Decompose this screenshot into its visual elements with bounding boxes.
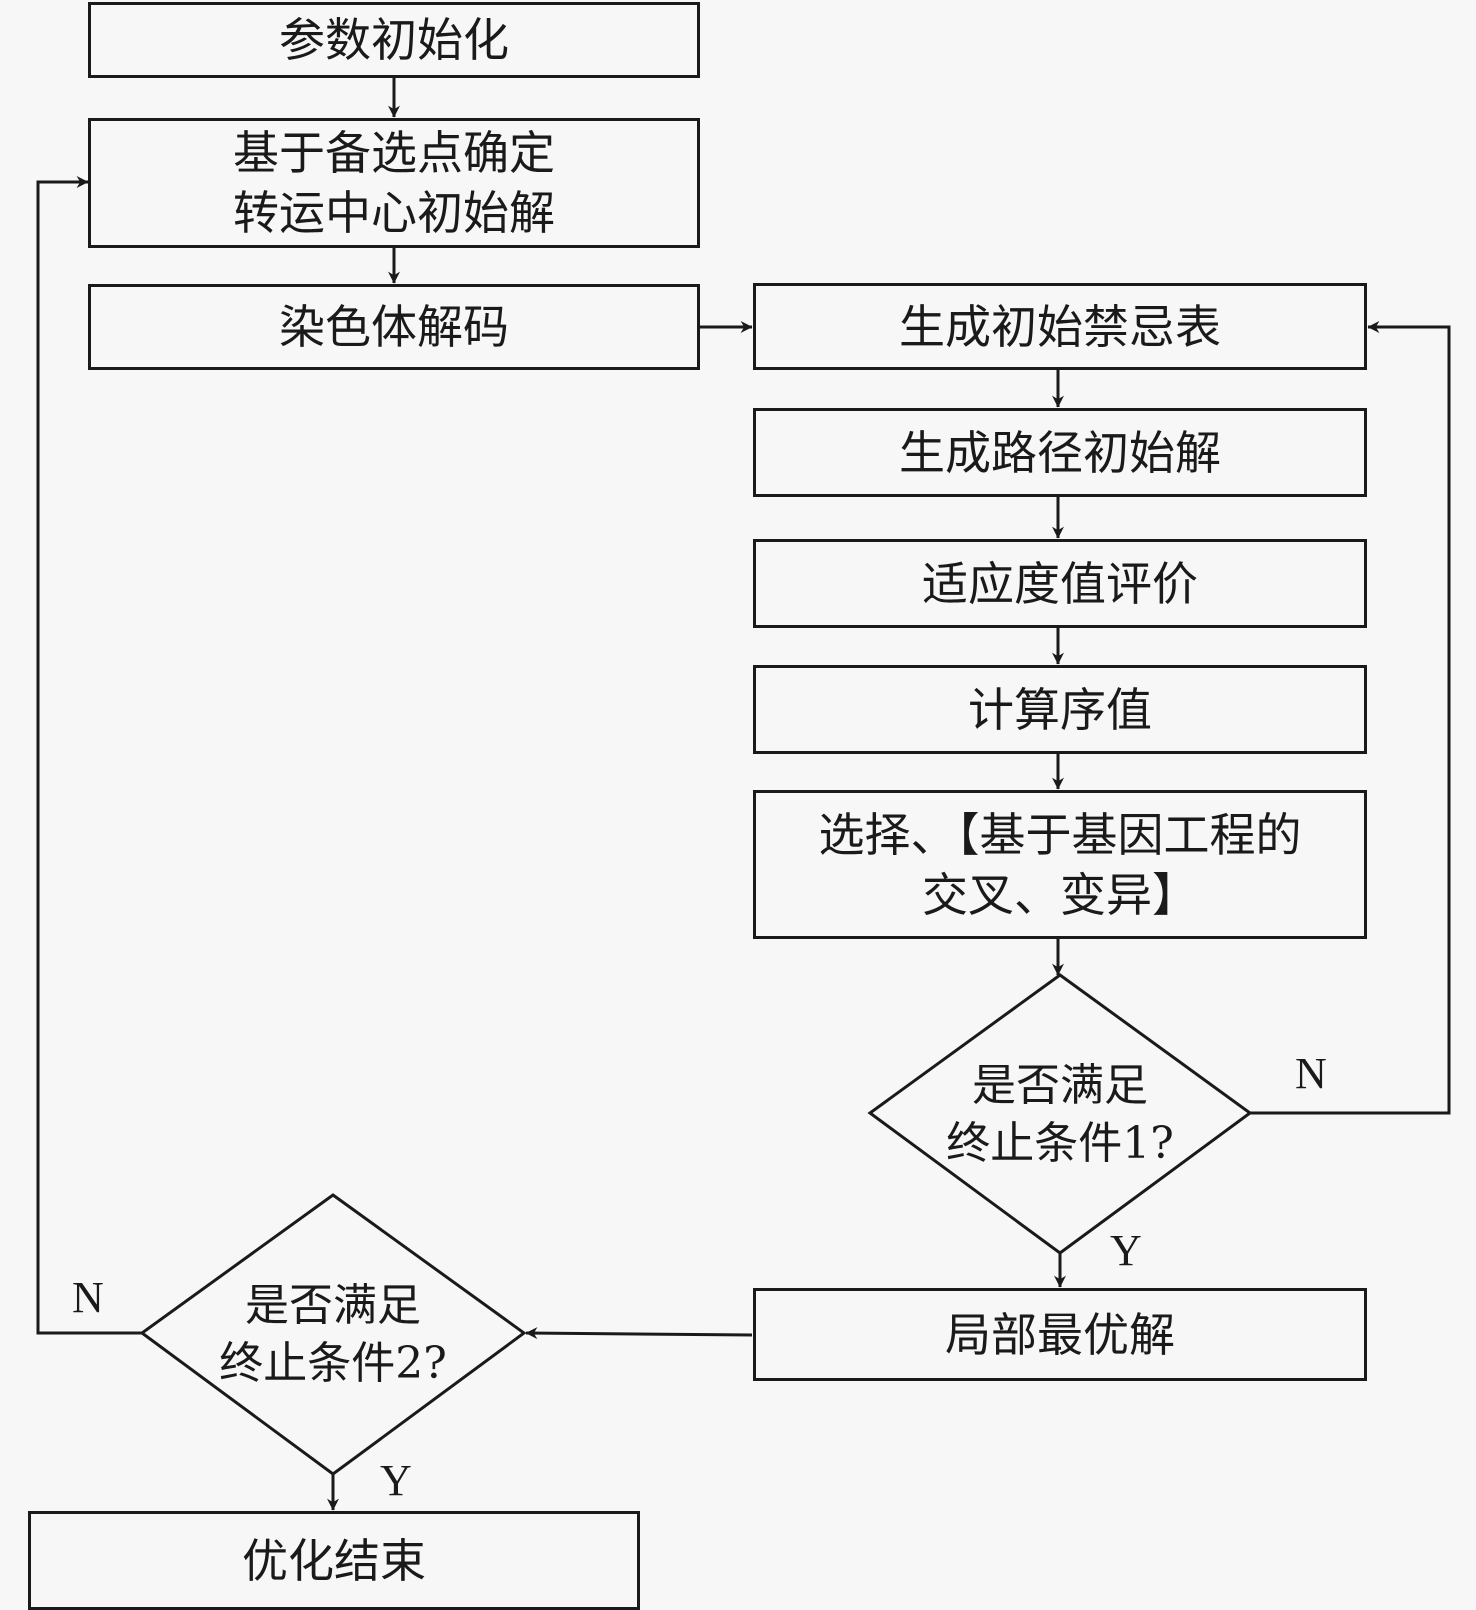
node-tabu-list: 生成初始禁忌表 bbox=[753, 283, 1367, 370]
node-decode: 染色体解码 bbox=[88, 284, 700, 370]
node-rank: 计算序值 bbox=[753, 665, 1367, 754]
label-cond1-yes: Y bbox=[1110, 1226, 1142, 1275]
arrow-cond1-no-loop bbox=[1250, 321, 1451, 1115]
decision-text-2: 是否满足 终止条件2? bbox=[219, 1280, 447, 1389]
arrow-cond2-no-loop bbox=[36, 176, 142, 1335]
label-cond2-no: N bbox=[72, 1273, 104, 1322]
label-cond2-yes: Y bbox=[380, 1456, 412, 1505]
node-route-init: 生成路径初始解 bbox=[753, 408, 1367, 497]
arrow-local-to-cond2 bbox=[525, 1327, 753, 1340]
node-ga-operators: 选择、【基于基因工程的 交叉、变异】 bbox=[753, 790, 1367, 939]
node-init: 参数初始化 bbox=[88, 2, 700, 78]
node-end: 优化结束 bbox=[28, 1511, 640, 1610]
label-cond1-no: N bbox=[1295, 1049, 1327, 1098]
decision-text-1: 是否满足 终止条件1? bbox=[946, 1060, 1174, 1169]
node-transfer-center: 基于备选点确定 转运中心初始解 bbox=[88, 118, 700, 248]
node-local-optimum: 局部最优解 bbox=[753, 1288, 1367, 1381]
node-fitness: 适应度值评价 bbox=[753, 539, 1367, 628]
